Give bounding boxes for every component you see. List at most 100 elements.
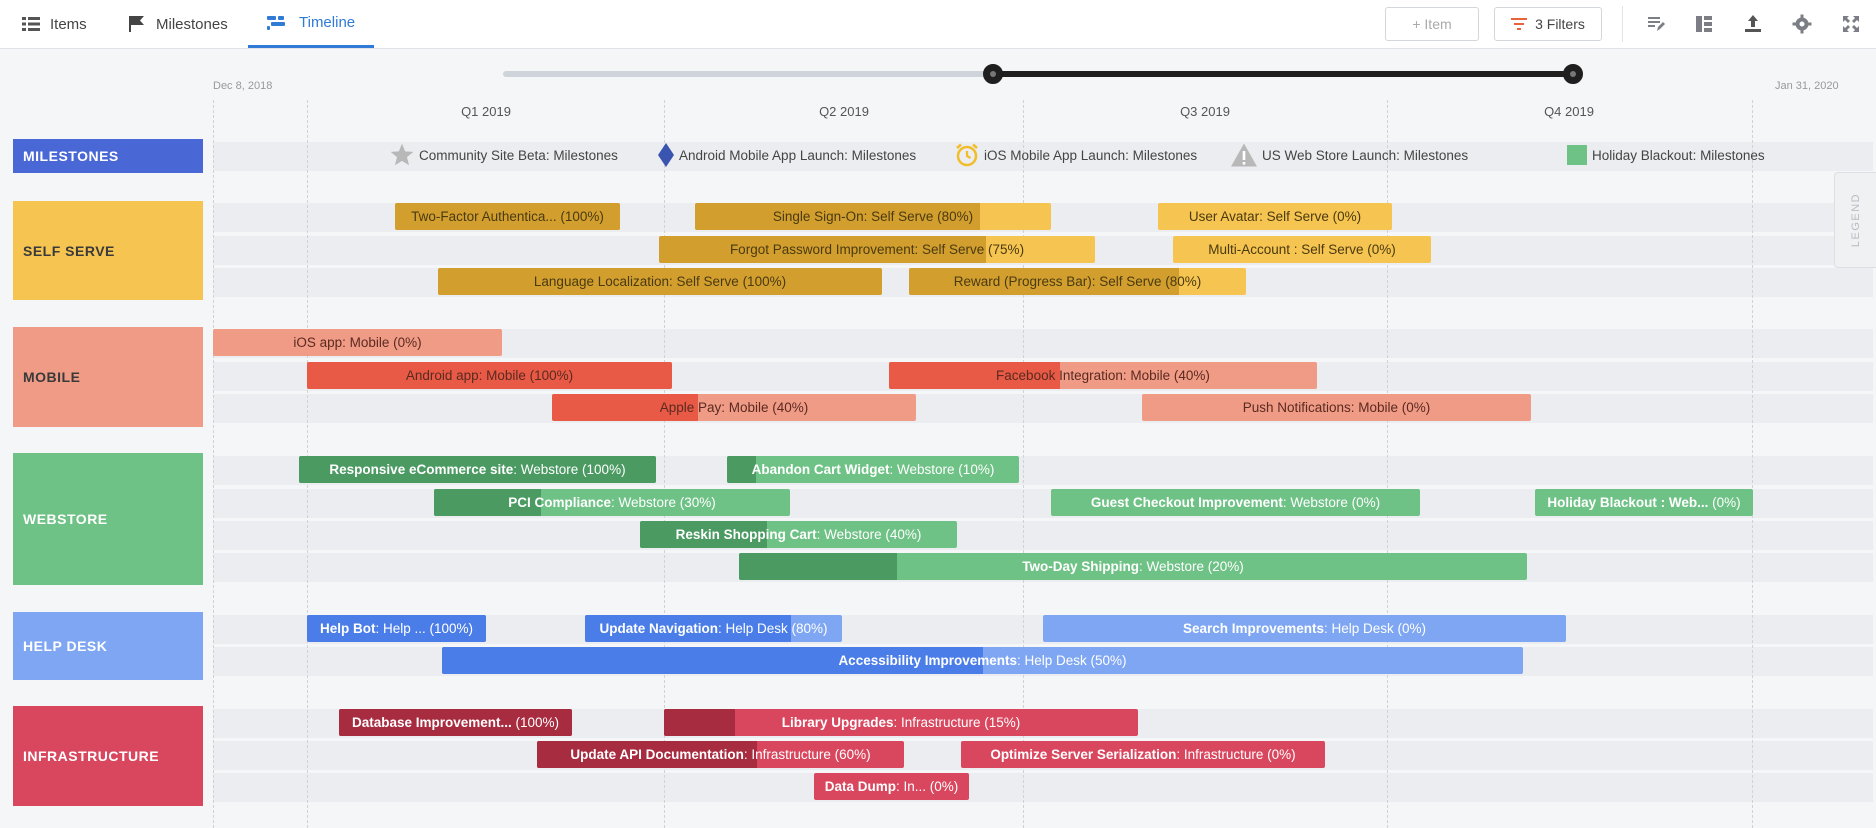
gridline-end — [1752, 100, 1753, 828]
row-band — [213, 773, 1873, 802]
group-label-mobile[interactable]: MOBILE — [13, 327, 203, 427]
item-detail: : Help Desk (50%) — [1017, 653, 1127, 668]
item-detail: : Help Desk (80%) — [717, 621, 828, 636]
timeline-item-bar[interactable]: Reskin Shopping Cart: Webstore (40%) — [640, 521, 957, 548]
progress-fill — [659, 236, 986, 263]
timeline-end-date: Jan 31, 2020 — [1775, 80, 1839, 92]
edit-icon[interactable] — [1645, 13, 1667, 35]
item-name: Language Localization — [533, 274, 670, 289]
milestone-suffix: : Milestones — [545, 147, 618, 163]
timeline-item-bar[interactable]: Search Improvements: Help Desk (0%) — [1043, 615, 1566, 642]
timeline-item-bar[interactable]: Guest Checkout Improvement: Webstore (0%… — [1051, 489, 1420, 516]
timeline-item-bar[interactable]: Two-Factor Authentica... (100%) — [395, 203, 620, 230]
progress-fill — [739, 553, 897, 580]
item-detail: : Webstore (40%) — [816, 527, 922, 542]
tab-items-label: Items — [50, 15, 87, 33]
legend-toggle[interactable]: LEGEND — [1834, 172, 1876, 268]
tab-milestones[interactable]: Milestones — [128, 0, 228, 48]
timeline-item-bar[interactable]: Help Bot: Help ... (100%) — [307, 615, 486, 642]
timeline-item-bar[interactable]: Holiday Blackout : Web... (0%) — [1535, 489, 1753, 516]
timeline-item-bar[interactable]: Two-Day Shipping: Webstore (20%) — [739, 553, 1527, 580]
group-label-milestones[interactable]: MILESTONES — [13, 139, 203, 173]
group-label-self-serve[interactable]: SELF SERVE — [13, 201, 203, 300]
item-detail: : Self Serve (0%) — [1259, 209, 1362, 224]
timeline-item-bar[interactable]: Push Notifications: Mobile (0%) — [1142, 394, 1531, 421]
bar-label: Two-Factor Authentica... (100%) — [407, 209, 608, 224]
item-name: Facebook Integration — [996, 368, 1123, 383]
add-item-label: + Item — [1412, 16, 1452, 32]
timeline-item-bar[interactable]: Reward (Progress Bar): Self Serve (80%) — [909, 268, 1246, 295]
bar-label: Library Upgrades: Infrastructure (15%) — [778, 715, 1025, 730]
progress-fill — [585, 615, 791, 642]
bar-label: Forgot Password Improvement: Self Serve … — [726, 242, 1028, 257]
timeline-item-bar[interactable]: Database Improvement... (100%) — [339, 709, 572, 736]
timeline-item-bar[interactable]: Multi-Account : Self Serve (0%) — [1173, 236, 1431, 263]
timeline-range-track[interactable] — [503, 71, 993, 77]
group-label-infrastructure[interactable]: INFRASTRUCTURE — [13, 706, 203, 806]
milestone-android-launch[interactable]: Android Mobile App Launch: Milestones — [657, 143, 916, 167]
bar-label: Update Navigation: Help Desk (80%) — [595, 621, 831, 636]
timeline-item-bar[interactable]: Accessibility Improvements: Help Desk (5… — [442, 647, 1523, 674]
timeline-item-bar[interactable]: Responsive eCommerce site: Webstore (100… — [299, 456, 656, 483]
timeline-range-selection[interactable] — [993, 71, 1573, 77]
milestone-community-site-beta[interactable]: Community Site Beta : Milestones — [389, 143, 618, 167]
item-name: Holiday Blackout : Web... — [1547, 495, 1709, 510]
timeline-item-bar[interactable]: Single Sign-On: Self Serve (80%) — [695, 203, 1051, 230]
bar-label: Abandon Cart Widget: Webstore (10%) — [748, 462, 999, 477]
group-label-help-desk[interactable]: HELP DESK — [13, 612, 203, 680]
timeline-item-bar[interactable]: Apple Pay: Mobile (40%) — [552, 394, 916, 421]
timeline-item-bar[interactable]: Optimize Server Serialization: Infrastru… — [961, 741, 1325, 768]
timeline-item-bar[interactable]: Update Navigation: Help Desk (80%) — [585, 615, 842, 642]
tab-milestones-label: Milestones — [156, 15, 228, 33]
fullscreen-icon[interactable] — [1840, 13, 1862, 35]
quarter-label-q2: Q2 2019 — [819, 104, 869, 119]
timeline-item-bar[interactable]: Update API Documentation: Infrastructure… — [537, 741, 904, 768]
square-icon — [1566, 144, 1588, 166]
export-icon[interactable] — [1742, 13, 1764, 35]
item-name: Accessibility Improvements — [838, 653, 1018, 668]
milestone-name: Community Site Beta — [419, 147, 546, 163]
timeline-item-bar[interactable]: Language Localization: Self Serve (100%) — [438, 268, 882, 295]
milestone-name: iOS Mobile App Launch — [984, 147, 1126, 163]
timeline-item-bar[interactable]: PCI Compliance: Webstore (30%) — [434, 489, 790, 516]
milestone-us-web-store-launch[interactable]: US Web Store Launch : Milestones — [1230, 143, 1468, 167]
item-name: Two-Day Shipping — [1022, 559, 1139, 574]
group-label-webstore[interactable]: WEBSTORE — [13, 453, 203, 585]
timeline-item-bar[interactable]: Android app: Mobile (100%) — [307, 362, 672, 389]
item-detail: : Self Serve (100%) — [669, 274, 787, 289]
progress-fill — [727, 456, 757, 483]
item-name: Forgot Password Improvement — [729, 242, 915, 257]
settings-icon[interactable] — [1791, 13, 1813, 35]
timeline-item-bar[interactable]: Abandon Cart Widget: Webstore (10%) — [727, 456, 1019, 483]
toolbar-divider — [1622, 6, 1623, 42]
timeline-item-bar[interactable]: iOS app: Mobile (0%) — [213, 329, 502, 356]
tab-timeline[interactable]: Timeline — [248, 0, 375, 48]
bar-label: iOS app: Mobile (0%) — [289, 335, 425, 350]
timeline-item-bar[interactable]: User Avatar: Self Serve (0%) — [1158, 203, 1392, 230]
progress-fill — [307, 362, 672, 389]
range-end-handle[interactable] — [1563, 64, 1583, 84]
group-label-text: MOBILE — [23, 369, 81, 385]
milestone-holiday-blackout[interactable]: Holiday Blackout: Milestones — [1566, 143, 1765, 167]
row-band — [213, 142, 1873, 171]
legend-label: LEGEND — [1849, 192, 1862, 248]
item-detail: : Webstore (30%) — [610, 495, 716, 510]
timeline-item-bar[interactable]: Forgot Password Improvement: Self Serve … — [659, 236, 1095, 263]
progress-fill — [909, 268, 1179, 295]
bar-label: Multi-Account : Self Serve (0%) — [1204, 242, 1400, 257]
layout-icon[interactable] — [1693, 13, 1715, 35]
item-name: Abandon Cart Widget — [751, 462, 890, 477]
filters-button[interactable]: 3 Filters — [1494, 7, 1602, 41]
item-detail: : Self Serve (80%) — [863, 209, 974, 224]
timeline-item-bar[interactable]: Library Upgrades: Infrastructure (15%) — [664, 709, 1138, 736]
timeline-item-bar[interactable]: Data Dump: In... (0%) — [814, 773, 969, 800]
timeline-item-bar[interactable]: Facebook Integration: Mobile (40%) — [889, 362, 1317, 389]
add-item-button[interactable]: + Item — [1385, 7, 1479, 41]
milestone-name: Android Mobile App Launch — [679, 147, 845, 163]
milestone-ios-launch[interactable]: iOS Mobile App Launch: Milestones — [954, 143, 1197, 167]
range-start-handle[interactable] — [983, 64, 1003, 84]
tab-items[interactable]: Items — [22, 0, 87, 48]
item-name: Update API Documentation — [570, 747, 744, 762]
item-name: Reward (Progress Bar) — [953, 274, 1092, 289]
bar-label: Apple Pay: Mobile (40%) — [656, 400, 813, 415]
